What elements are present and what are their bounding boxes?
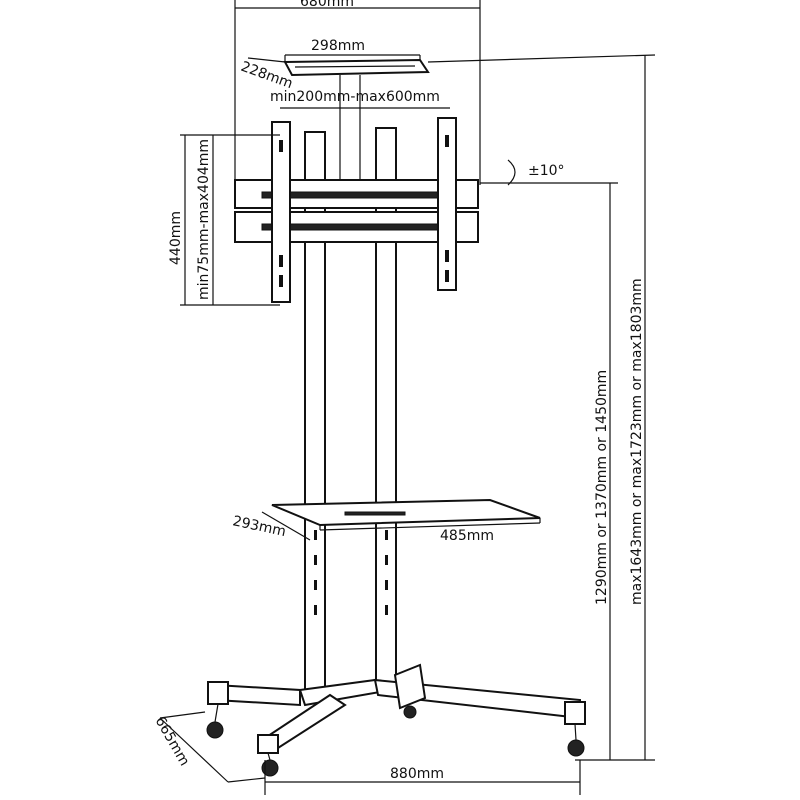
mount-width-dimension: min200mm-max600mm	[270, 89, 450, 109]
mount-height-dimension: 440mm min75mm-max404mm	[168, 134, 280, 306]
top-tray: 298mm 228mm	[239, 38, 430, 180]
middle-shelf: 293mm 485mm	[231, 498, 541, 544]
mount-center-heights-label: 1290mm or 1370mm or 1450mm	[594, 370, 610, 605]
base	[206, 663, 586, 777]
height-dimensions: 1290mm or 1370mm or 1450mm max1643mm or …	[427, 54, 656, 761]
overall-width-label: 680mm	[300, 0, 354, 10]
mount-plate	[234, 117, 479, 303]
shelf-depth-label: 293mm	[231, 513, 287, 540]
mount-width-label: min200mm-max600mm	[270, 89, 440, 105]
max-heights-label: max1643mm or max1723mm or max1803mm	[629, 278, 645, 605]
shelf-width-label: 485mm	[440, 528, 494, 544]
mount-height-range-label: min75mm-max404mm	[196, 139, 212, 300]
base-width-label: 880mm	[390, 766, 444, 782]
base-depth-label: 665mm	[152, 714, 193, 769]
tilt-indicator: ±10°	[507, 159, 565, 186]
top-tray-width-label: 298mm	[311, 38, 365, 54]
tilt-label: ±10°	[528, 163, 565, 179]
overall-width-dimension: 680mm	[234, 0, 481, 185]
mount-height-label: 440mm	[168, 211, 184, 265]
